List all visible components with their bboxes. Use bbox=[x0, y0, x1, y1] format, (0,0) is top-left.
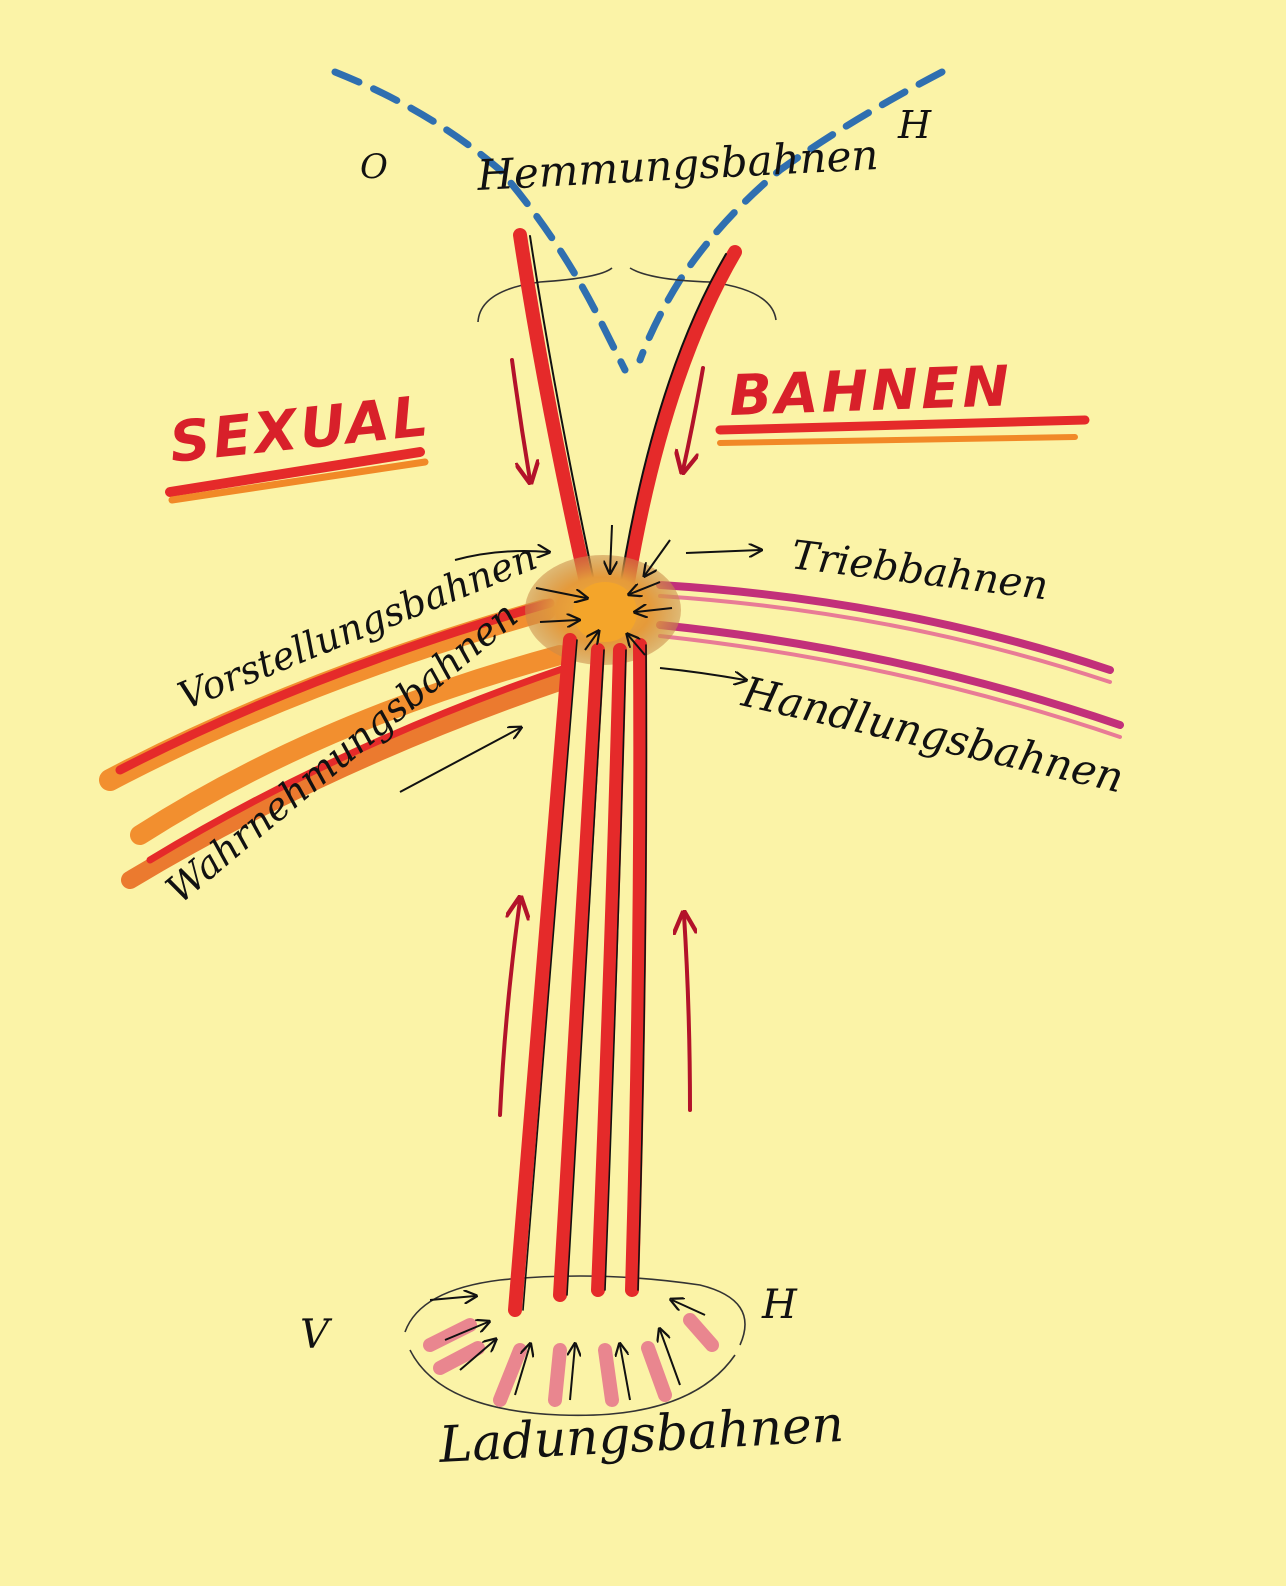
label-bottom-right-letter: H bbox=[761, 1282, 798, 1328]
core-node-center bbox=[573, 582, 637, 642]
label-bottom-left-letter: V bbox=[300, 1312, 333, 1358]
label-top-left-letter: O bbox=[360, 147, 388, 187]
title-right: BAHNEN bbox=[728, 354, 1013, 429]
label-top-right-letter: H bbox=[897, 103, 932, 147]
